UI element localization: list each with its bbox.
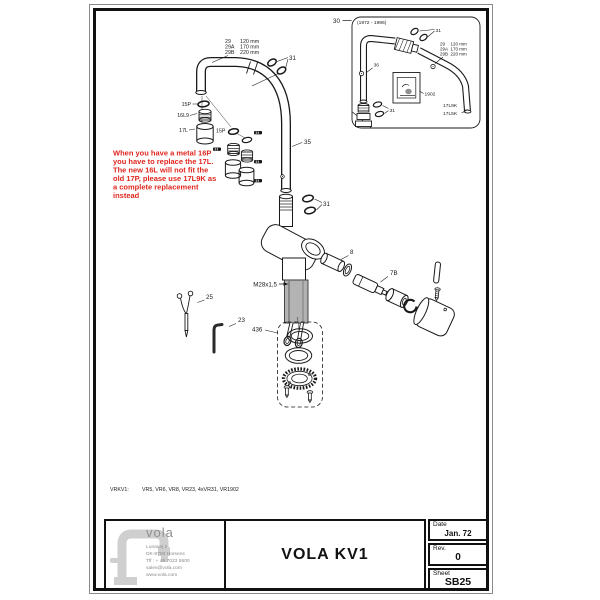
grub-screw (254, 131, 262, 135)
oring-pair-valve-inlet: 31 (301, 194, 330, 215)
address-line: sales@vola.com (146, 566, 182, 571)
warning-line: you have to replace the 17L. (113, 157, 213, 166)
title-cell: VOLA KV1 (226, 521, 424, 588)
spares-note: VRKV1: VR5, VR6, VR8, VR23, 4xVR31, VR19… (110, 487, 239, 493)
valve-body-group: M28x1,5 (253, 193, 325, 349)
callout-31-inset-top: 31 (436, 28, 442, 34)
warning-line: a complete replacement (113, 183, 199, 192)
screw-part (434, 287, 441, 302)
len-val-29a: 170 mm (240, 45, 260, 51)
cartridge-part: 7B (352, 270, 398, 296)
company-cell: vola Lunavej 2 DK-8700 Horsens Tlf : + 4… (106, 521, 226, 588)
grub-screw (254, 179, 262, 183)
spares-value: VR5, VR6, VR8, VR23, 4xVR31, VR1902 (142, 487, 239, 493)
aerator-exploded-group: 15P (205, 95, 262, 187)
company-address: Lunavej 2 DK-8700 Horsens Tlf : + 45 702… (146, 544, 190, 579)
sheet-frame-outer (89, 4, 493, 594)
warning-line: When you have a metal 16P (113, 149, 211, 158)
callout-35-group: 35 (291, 139, 311, 147)
handle-knob (413, 297, 455, 337)
callout-436: 436 (252, 327, 263, 334)
callout-31-spout: 31 (289, 55, 296, 62)
date-value: Jan. 72 (444, 528, 472, 538)
callout-7b: 7B (390, 270, 398, 277)
inset-len-code: 29B (440, 52, 448, 57)
inset-len-code: 29 (440, 42, 446, 47)
callout-15p-mid: 15P (216, 129, 226, 135)
len-code-29a: 29A (225, 45, 235, 51)
grub-screw (254, 160, 262, 164)
callout-15p-left: 15P (182, 102, 192, 108)
warning-note: When you have a metal 16P you have to re… (113, 149, 216, 201)
title-block: vola Lunavej 2 DK-8700 Horsens Tlf : + 4… (104, 519, 426, 590)
callout-8: 8 (350, 249, 354, 256)
kit-screw (283, 385, 291, 399)
inset-len-val: 170 mm (451, 47, 468, 52)
len-val-29b: 220 mm (240, 50, 260, 56)
vola-logo: vola (146, 525, 174, 540)
address-line: www.vola.com (146, 573, 178, 578)
circlip (403, 298, 418, 314)
sheet-label: Sheet (433, 570, 450, 577)
rev-label: Rev. (433, 545, 446, 552)
aerator-column-left: 15P 16L9 17L (177, 96, 214, 145)
threaded-shaft (284, 279, 309, 324)
warning-line: The new 16L will not fit the (113, 166, 208, 175)
address-line: Lunavej 2 (146, 545, 168, 550)
callout-17l5k: 17L5K (443, 111, 458, 117)
wall-box-1902: 1902 (392, 72, 436, 104)
sheet-value: SB25 (444, 575, 472, 588)
len-code-29: 29 (225, 39, 231, 45)
handle-group (385, 261, 455, 337)
callout-30: 30 (333, 18, 340, 25)
warning-line: instead (113, 191, 140, 200)
date-label: Date (433, 521, 447, 528)
callout-17l: 17L (179, 128, 188, 134)
callout-25: 25 (206, 294, 213, 301)
spout-assembly (195, 57, 292, 193)
bushing-part: 8 (320, 249, 354, 277)
callout-16l9: 16L9 (177, 113, 189, 119)
allen-key-23: 23 (212, 317, 245, 354)
grub-screw (213, 147, 221, 151)
callout-36: 36 (374, 63, 380, 69)
callout-17l9k: 17L9K (443, 103, 458, 109)
inset-len-val: 220 mm (451, 52, 468, 57)
kit-screw (306, 390, 314, 404)
drawing-title: VOLA KV1 (281, 545, 369, 563)
oring-pair-spout-joint: 31 (251, 55, 296, 87)
callout-1902: 1902 (425, 92, 436, 98)
address-line: Tlf : + 45 7023 5500 (146, 559, 190, 564)
rev-value: 0 (455, 551, 461, 563)
inset-era-label: (1972 - 1996) (357, 20, 387, 26)
inset-1972-1996: (1972 - 1996) 30 36 (333, 16, 481, 129)
sheet-box: Sheet SB25 (428, 568, 488, 590)
address-line: DK-8700 Horsens (146, 552, 185, 557)
len-code-29b: 29B (225, 50, 235, 56)
inset-aerator-stack (355, 103, 372, 127)
service-kit-436: 436 (252, 316, 323, 408)
callout-35: 35 (304, 139, 311, 146)
callout-m28-thread: M28x1,5 (253, 282, 277, 289)
date-box: Date Jan. 72 (428, 519, 488, 541)
pin-part (433, 261, 441, 284)
spares-label: VRKV1: (110, 487, 129, 493)
inset-len-code: 29A (440, 47, 448, 52)
inset-len-val: 120 mm (451, 42, 468, 47)
rev-box: Rev. 0 (428, 543, 488, 566)
service-tool-25: 25 (176, 290, 213, 338)
callout-31-valve: 31 (323, 201, 330, 208)
inset-coupling (393, 37, 419, 54)
warning-line: old 17P, please use 17L9K as (113, 174, 216, 183)
callout-31-inset-bottom: 31 (390, 108, 396, 114)
callout-23: 23 (238, 317, 245, 324)
spout-length-table: 29 120 mm 29A 170 mm 29B 220 mm (211, 39, 260, 63)
len-val-29: 120 mm (240, 39, 260, 45)
vola-faucet-watermark (110, 529, 170, 585)
